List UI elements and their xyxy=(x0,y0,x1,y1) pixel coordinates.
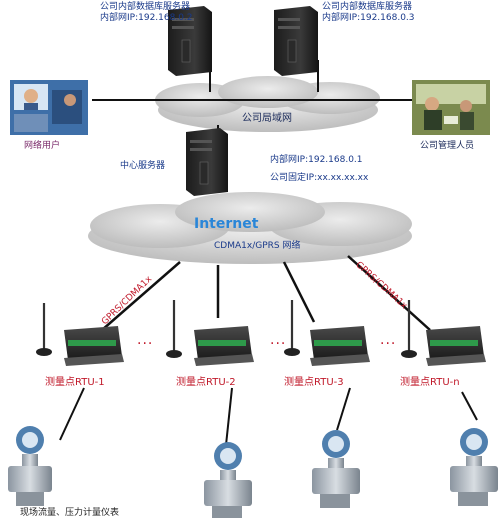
instn-link xyxy=(461,391,478,421)
rtun-link xyxy=(347,255,431,331)
rtu-n-label: 测量点RTU-n xyxy=(400,377,460,388)
inst1-link xyxy=(59,387,85,441)
rtu-3-label: 测量点RTU-3 xyxy=(284,377,344,388)
ellipsis-3: ··· xyxy=(380,336,397,352)
db1-ip: 内部网IP:192.168.0.2 xyxy=(100,13,193,23)
rtu1-link xyxy=(101,261,181,331)
inst2-link xyxy=(225,387,233,446)
db2-ip: 内部网IP:192.168.0.3 xyxy=(322,13,415,23)
center-server-ip-fixed: 公司固定IP:xx.xx.xx.xx xyxy=(270,173,369,183)
inst3-link xyxy=(336,387,351,431)
internet-cloud xyxy=(88,192,412,264)
rtu-1-device-icon xyxy=(64,326,124,366)
instrument-n-icon xyxy=(450,428,498,506)
net-user-photo xyxy=(10,80,88,135)
rtu-2-device-icon xyxy=(194,326,254,366)
center-server-label: 中心服务器 xyxy=(120,161,166,171)
ellipsis-1: ··· xyxy=(137,336,154,352)
rtu-1-label: 测量点RTU-1 xyxy=(45,377,105,388)
instrument-2-icon xyxy=(204,442,252,518)
center-server-icon xyxy=(186,128,228,196)
net-user-label: 网络用户 xyxy=(24,141,61,151)
db2-title: 公司内部数据库服务器 xyxy=(322,2,413,12)
ellipsis-2: ··· xyxy=(270,336,287,352)
db1-title: 公司内部数据库服务器 xyxy=(100,2,191,12)
admin-photo xyxy=(412,80,490,135)
db-server-2-icon xyxy=(274,6,318,76)
rtu-3-device-icon xyxy=(310,326,370,366)
antenna-bases xyxy=(36,348,417,358)
center-server-ip-internal: 内部网IP:192.168.0.1 xyxy=(270,155,363,165)
rtu-2-label: 测量点RTU-2 xyxy=(176,377,236,388)
instrument-1-icon xyxy=(8,426,52,506)
rtu3-link xyxy=(282,261,316,323)
internet-title: Internet xyxy=(194,216,259,232)
rtu-n-device-icon xyxy=(426,326,486,366)
rtu-links xyxy=(101,255,431,331)
instrument-3-icon xyxy=(312,430,360,508)
admin-label: 公司管理人员 xyxy=(420,141,475,151)
db-server-1-icon xyxy=(168,6,212,76)
internet-subtitle: CDMA1x/GPRS 网络 xyxy=(214,241,301,251)
lan-label: 公司局域网 xyxy=(242,113,292,124)
instruments-caption: 现场流量、压力计量仪表 xyxy=(20,508,120,518)
instrument-links xyxy=(59,387,478,446)
antennas xyxy=(42,300,411,352)
